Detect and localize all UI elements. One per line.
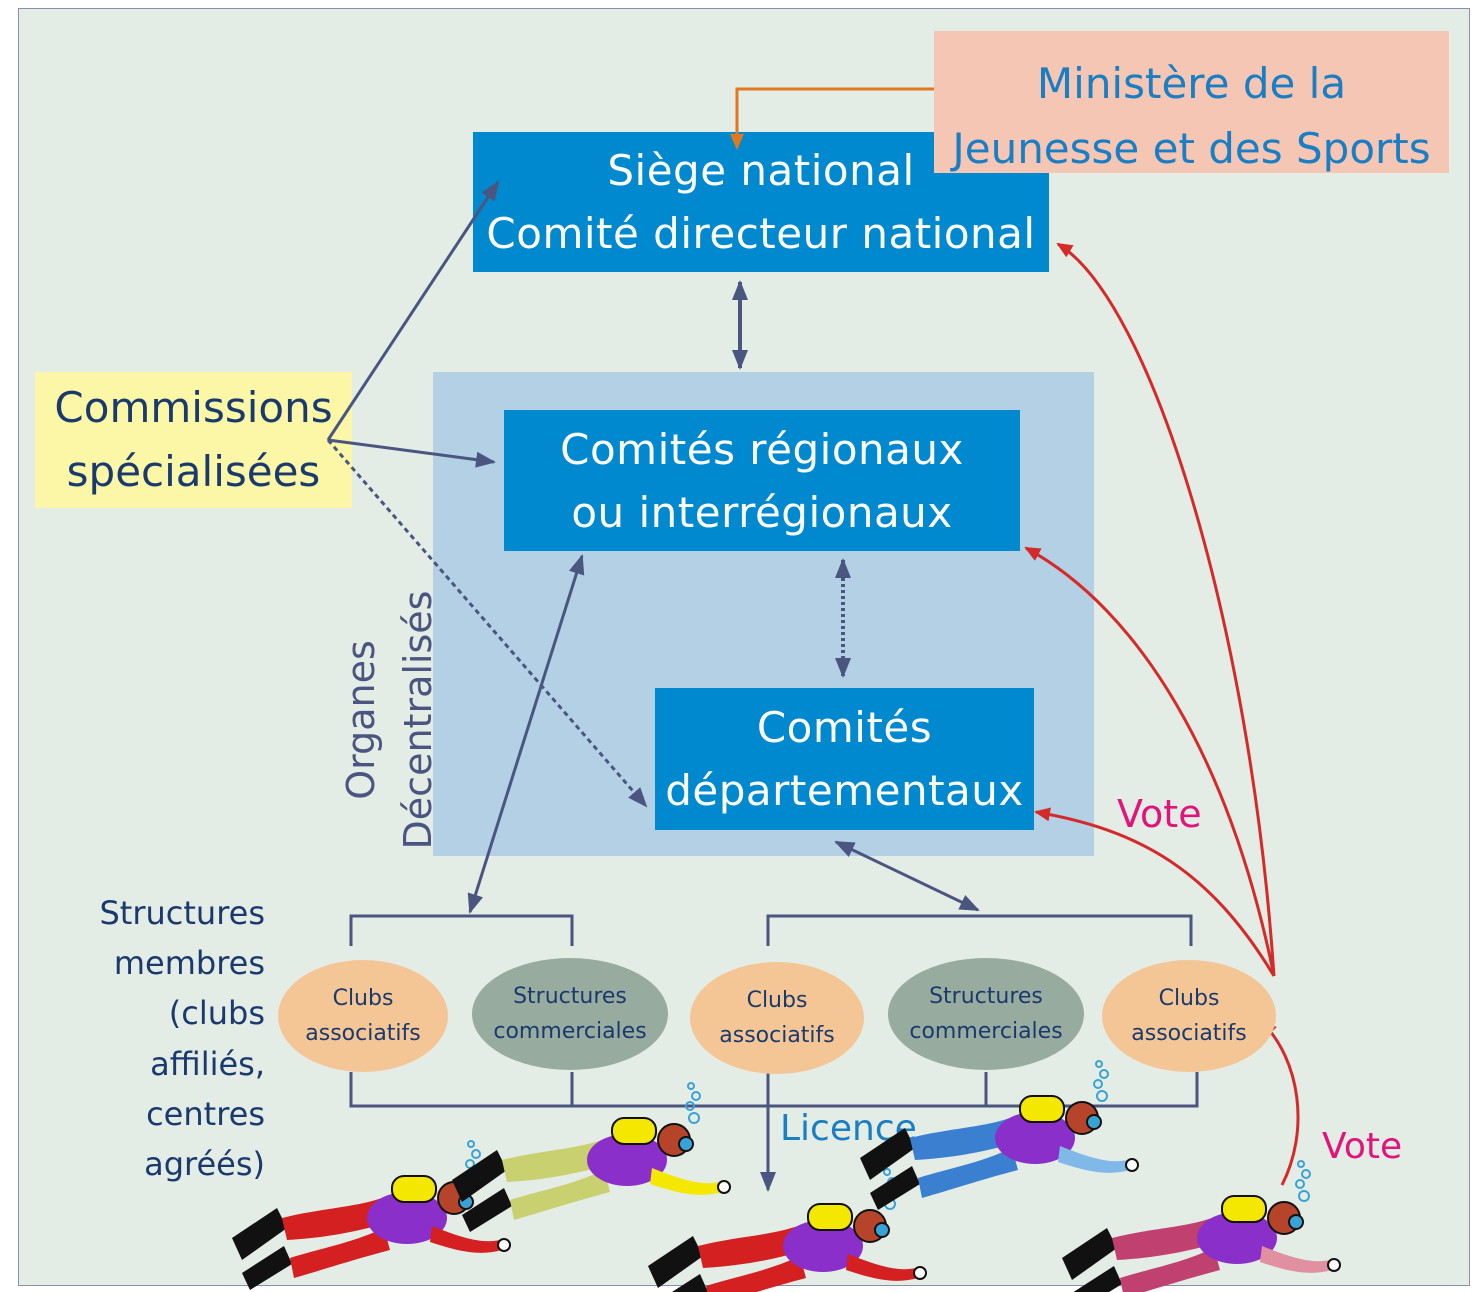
scuba-diver-icon	[1061, 1160, 1341, 1292]
right-group-top-bracket	[766, 914, 1193, 946]
regional-members-arrow	[467, 554, 585, 914]
member-label-line2: associatifs	[1131, 1021, 1247, 1046]
structures-label-line: (clubs	[168, 994, 265, 1033]
member-label-line2: commerciales	[493, 1019, 647, 1044]
commissions-siege-arrow	[326, 180, 500, 441]
member-club-2: Clubs associatifs	[690, 962, 864, 1074]
commissions-line2: spécialisées	[66, 447, 321, 496]
commissions-line1: Commissions	[54, 383, 333, 433]
member-club-3: Clubs associatifs	[1102, 960, 1276, 1072]
structures-label-line: Structures	[99, 894, 265, 932]
member-label-line2: associatifs	[305, 1021, 421, 1046]
scuba-diver-icon	[451, 1082, 731, 1233]
vote-departmental-arrow	[1034, 807, 1276, 977]
structures-label-line: centres	[146, 1094, 265, 1133]
vote-siege-arrow	[1056, 242, 1276, 977]
regional-line2: ou interrégionaux	[571, 487, 953, 537]
structures-label-line: affiliés,	[150, 1044, 265, 1083]
member-commercial-2: Structures commerciales	[888, 958, 1084, 1070]
departemental-line2: départementaux	[665, 766, 1024, 815]
departemental-line1: Comités	[756, 703, 933, 752]
ministry-box: Ministère de la Jeunesse et des Sports	[934, 31, 1449, 173]
specialized-commissions-box: Commissions spécialisées	[35, 372, 352, 508]
left-group-top-bracket	[349, 914, 574, 946]
departmental-members-arrow	[834, 840, 980, 912]
vote-label-bottom: Vote	[1322, 1126, 1403, 1167]
member-structures-label: Structures membres (clubs affiliés, cent…	[40, 888, 265, 1189]
member-label-line1: Clubs	[746, 987, 808, 1013]
siege-line1: Siège national	[607, 146, 915, 195]
vote-club-arrow	[1260, 1020, 1300, 1186]
member-club-1: Clubs associatifs	[278, 960, 448, 1072]
member-commercial-1: Structures commerciales	[472, 958, 668, 1070]
national-headquarters-box: Siège national Comité directeur national	[473, 132, 1049, 272]
scuba-diver-icon	[859, 1060, 1139, 1211]
member-label-line2: commerciales	[909, 1019, 1063, 1044]
commissions-regional-arrow	[327, 438, 496, 468]
structures-label-line: agréés)	[144, 1145, 265, 1184]
siege-line2: Comité directeur national	[486, 209, 1036, 258]
member-label-line1: Clubs	[1158, 985, 1220, 1011]
vote-label-top: Vote	[1117, 792, 1202, 836]
member-label-line2: associatifs	[719, 1023, 835, 1048]
ministry-line1: Ministère de la	[1036, 59, 1347, 108]
vote-regional-arrow	[1024, 546, 1276, 977]
ministry-arrow	[730, 87, 934, 150]
bottom-bracket	[349, 1072, 1199, 1108]
member-label-line1: Clubs	[332, 985, 394, 1011]
regional-committees-box: Comités régionaux ou interrégionaux	[504, 410, 1020, 551]
member-label-line1: Structures	[513, 983, 627, 1009]
ministry-line2: Jeunesse et des Sports	[952, 124, 1431, 174]
member-label-line1: Structures	[929, 983, 1043, 1009]
regional-line1: Comités régionaux	[560, 424, 964, 474]
structures-label-line: membres	[113, 944, 265, 983]
departmental-committees-box: Comités départementaux	[655, 688, 1034, 830]
